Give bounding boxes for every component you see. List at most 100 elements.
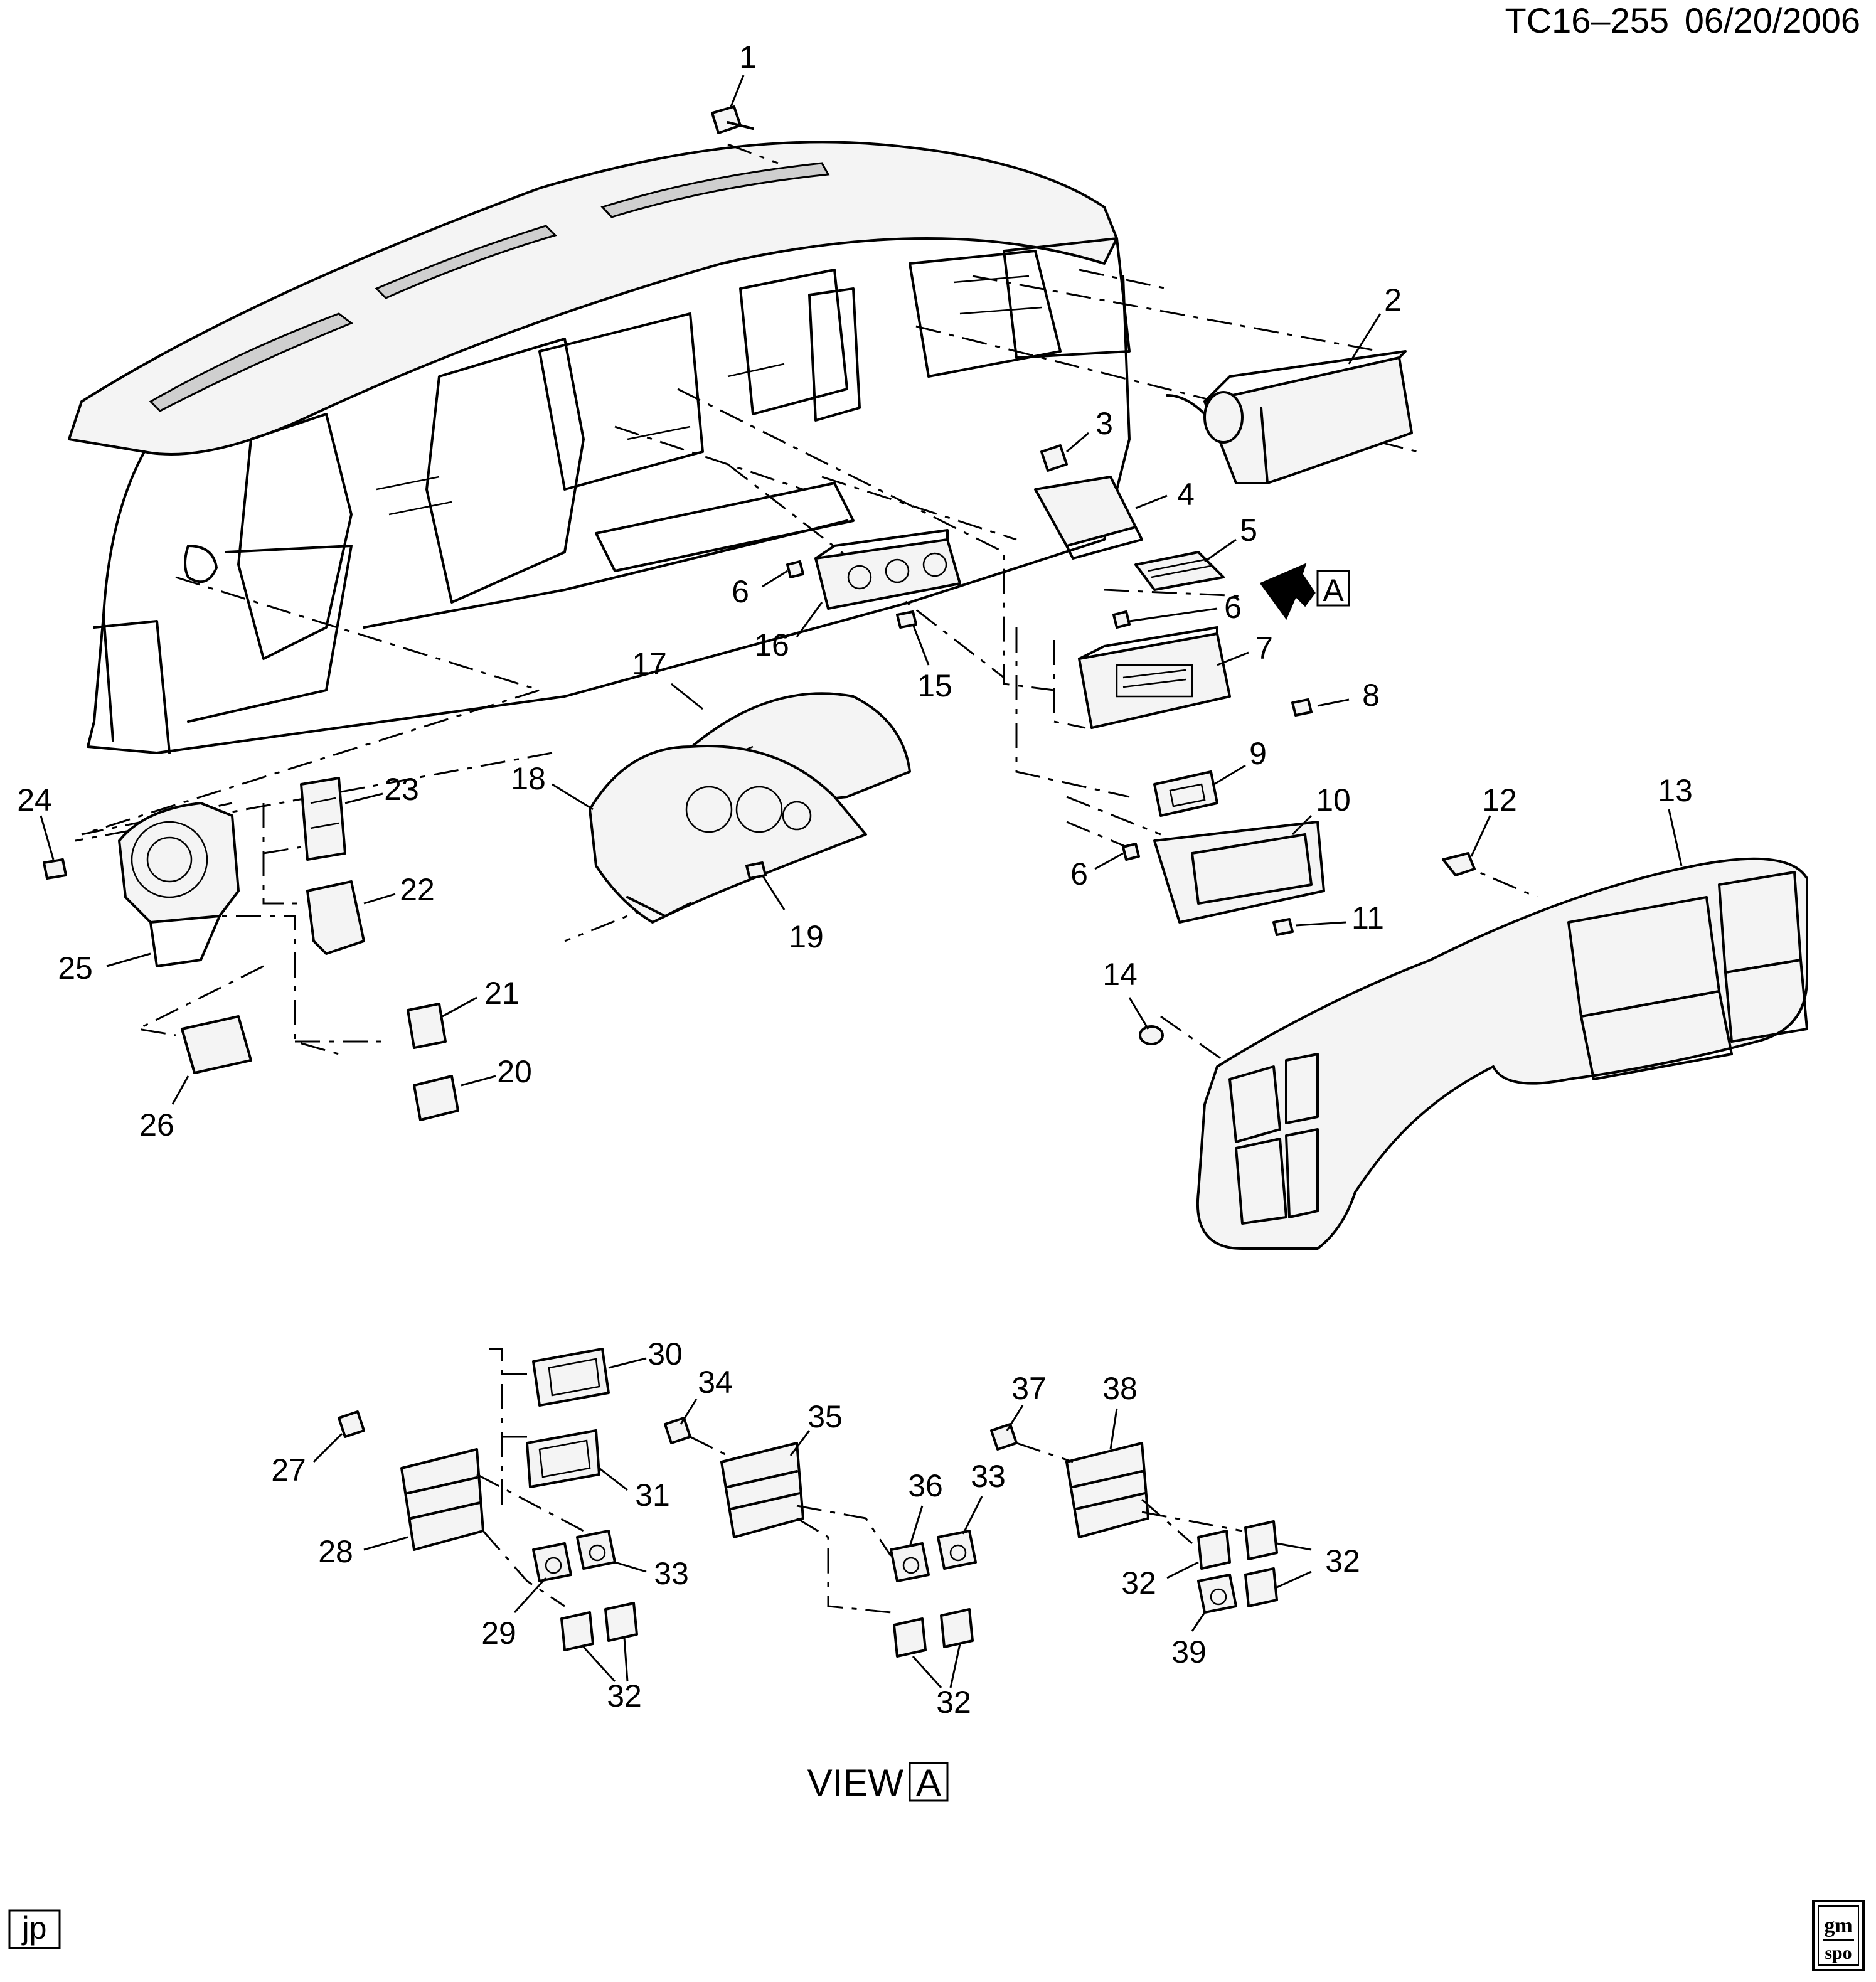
callout-35: 35 xyxy=(807,1399,843,1434)
part-32-blank-a xyxy=(560,1611,594,1651)
part-8-bolt: 8 xyxy=(1291,678,1380,717)
callout-6-c: 6 xyxy=(1070,856,1088,892)
part-32-blank-e xyxy=(1197,1530,1231,1570)
corner-initials: jp xyxy=(8,1909,61,1949)
corner-initials-text: jp xyxy=(21,1910,47,1946)
view-a-label: VIEW A xyxy=(807,1762,949,1804)
part-14-plug: 14 xyxy=(1102,957,1164,1045)
part-39-switch xyxy=(1197,1574,1237,1614)
callout-14: 14 xyxy=(1102,957,1138,992)
callout-1: 1 xyxy=(739,40,757,75)
view-a-arrow-box xyxy=(1316,570,1350,607)
view-ref-box xyxy=(909,1762,949,1802)
gm-spo-logo: gm spo xyxy=(1812,1900,1865,1971)
part-23-switch-assembly: 23 xyxy=(300,772,419,861)
part-26-module: 26 xyxy=(139,1015,252,1143)
callout-28: 28 xyxy=(318,1534,353,1569)
part-3-clip: 3 xyxy=(1040,406,1113,472)
callout-12: 12 xyxy=(1482,782,1517,818)
view-label-text: VIEW xyxy=(807,1762,904,1804)
logo-line-1: gm xyxy=(1824,1914,1852,1937)
part-25-air-outlet: 25 xyxy=(58,802,240,986)
callout-13: 13 xyxy=(1658,773,1693,808)
part-5-pad: 5 xyxy=(1134,513,1257,591)
callout-17: 17 xyxy=(632,646,667,681)
callout-33-a: 33 xyxy=(654,1556,689,1591)
part-30-badge xyxy=(532,1348,610,1407)
callout-18: 18 xyxy=(511,761,546,796)
part-27-clip xyxy=(338,1410,365,1438)
part-36-switch xyxy=(890,1542,930,1582)
part-1-bolt: 1 xyxy=(711,40,757,134)
part-10-storage-bin: 10 xyxy=(1153,782,1351,924)
part-22-bezel: 22 xyxy=(306,872,435,955)
callout-38: 38 xyxy=(1102,1371,1138,1406)
header: TC16–255 06/20/2006 xyxy=(1505,1,1860,40)
logo-line-2: spo xyxy=(1825,1942,1852,1963)
instrument-panel-carrier xyxy=(68,141,1131,754)
callout-32-a: 32 xyxy=(607,1678,642,1713)
part-28-bracket xyxy=(400,1448,484,1551)
view-ref-letter: A xyxy=(916,1762,941,1804)
part-16-hvac-control: 16 xyxy=(754,529,961,663)
part-6-nut: 6 6 6 xyxy=(732,560,1242,892)
part-19-bolt: 19 xyxy=(745,861,824,954)
part-31-badge xyxy=(526,1429,600,1488)
part-2-airbag-module: 2 xyxy=(1166,282,1413,484)
view-a-right-group: 37 38 32 32 39 xyxy=(990,1371,1360,1670)
callout-39: 39 xyxy=(1171,1634,1207,1670)
part-32-blank-f xyxy=(1244,1520,1278,1560)
callout-21: 21 xyxy=(484,976,520,1011)
callout-19: 19 xyxy=(789,919,824,954)
callout-37: 37 xyxy=(1011,1371,1047,1406)
view-a-arrow-label: A xyxy=(1323,573,1344,608)
callout-25: 25 xyxy=(58,951,93,986)
part-18-instrument-cluster: 18 xyxy=(511,745,867,924)
callout-24: 24 xyxy=(17,782,52,818)
part-9-insert: 9 xyxy=(1153,736,1267,817)
callout-34: 34 xyxy=(698,1365,733,1400)
diagram-code: TC16–255 xyxy=(1505,1,1669,40)
callout-33-b: 33 xyxy=(971,1459,1006,1494)
diagram-date: 06/20/2006 xyxy=(1685,1,1860,40)
part-13-trim-plate: 13 xyxy=(1196,773,1808,1250)
callout-7: 7 xyxy=(1255,631,1273,666)
part-32-blank-d xyxy=(940,1608,974,1648)
callout-31: 31 xyxy=(635,1478,670,1513)
callout-32-c: 32 xyxy=(1121,1565,1156,1601)
part-12-clip: 12 xyxy=(1442,782,1517,876)
callout-30: 30 xyxy=(648,1336,683,1372)
part-37-clip xyxy=(990,1423,1018,1451)
callout-22: 22 xyxy=(400,872,435,907)
part-32-blank-g xyxy=(1244,1567,1278,1607)
view-a-arrow: A xyxy=(1259,563,1350,621)
callout-29: 29 xyxy=(481,1616,516,1651)
callout-15: 15 xyxy=(917,668,952,703)
part-32-blank-c xyxy=(893,1617,927,1658)
callout-6-b: 6 xyxy=(1224,590,1242,625)
part-32-blank-b xyxy=(604,1602,638,1642)
part-33-switch-b xyxy=(937,1530,977,1570)
callout-11: 11 xyxy=(1351,900,1384,935)
part-7-radio: 7 xyxy=(1078,626,1273,729)
callout-32-b: 32 xyxy=(936,1685,971,1720)
callout-23: 23 xyxy=(384,772,419,807)
part-29-switch xyxy=(532,1542,572,1582)
part-21-switch: 21 xyxy=(407,976,520,1049)
callout-2: 2 xyxy=(1384,282,1402,317)
callout-3: 3 xyxy=(1095,406,1113,441)
callout-4: 4 xyxy=(1177,477,1195,512)
view-a-left-group: 27 28 30 31 29 33 32 xyxy=(271,1336,689,1713)
callout-10: 10 xyxy=(1316,782,1351,818)
view-a-middle-group: 34 35 36 33 32 xyxy=(664,1365,1006,1720)
part-24-clip: 24 xyxy=(17,782,67,880)
part-33-switch-a xyxy=(576,1530,616,1570)
part-35-bracket xyxy=(720,1442,804,1538)
callout-8: 8 xyxy=(1362,678,1380,713)
part-34-clip xyxy=(664,1417,691,1444)
part-11-bolt: 11 xyxy=(1272,900,1384,936)
callout-20: 20 xyxy=(497,1054,532,1089)
callout-16: 16 xyxy=(754,627,789,663)
